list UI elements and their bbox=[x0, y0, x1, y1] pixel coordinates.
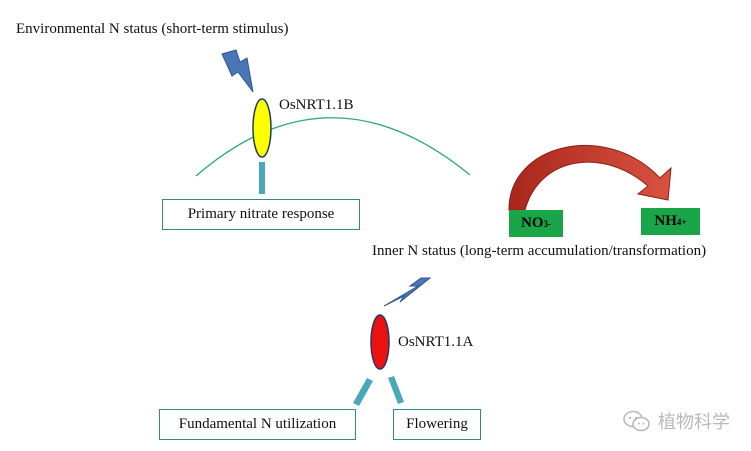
lightning-icon-bottom bbox=[383, 277, 432, 307]
environmental-status-label: Environmental N status (short-term stimu… bbox=[16, 21, 289, 37]
osnrt11a-label: OsNRT1.1A bbox=[398, 334, 474, 350]
membrane-arc bbox=[195, 117, 471, 177]
primary-nitrate-response-box: Primary nitrate response bbox=[162, 199, 360, 230]
no3-sub: 3 bbox=[543, 218, 549, 229]
watermark-text: 植物科学 bbox=[658, 412, 730, 433]
flowering-box: Flowering bbox=[393, 409, 481, 440]
arrow-to-fundamental bbox=[353, 378, 373, 406]
no3-sup: - bbox=[548, 218, 551, 229]
osnrt11a-oval bbox=[370, 314, 390, 370]
no3-base: NO bbox=[521, 215, 544, 231]
arrow-to-flowering bbox=[388, 376, 404, 404]
wechat-icon bbox=[623, 410, 650, 432]
nh4-sub: 4 bbox=[676, 216, 682, 227]
nh4-sup: + bbox=[681, 216, 687, 227]
lightning-icon-top bbox=[221, 49, 254, 93]
osnrt11b-label: OsNRT1.1B bbox=[279, 97, 354, 113]
osnrt11b-oval bbox=[252, 98, 272, 158]
arrow-to-primary bbox=[259, 162, 265, 194]
nh4-base: NH bbox=[654, 213, 677, 229]
inner-status-label: Inner N status (long-term accumulation/t… bbox=[372, 243, 707, 259]
conversion-arrow bbox=[508, 144, 672, 211]
fundamental-n-utilization-box: Fundamental N utilization bbox=[159, 409, 356, 440]
watermark: 植物科学 bbox=[622, 408, 730, 434]
